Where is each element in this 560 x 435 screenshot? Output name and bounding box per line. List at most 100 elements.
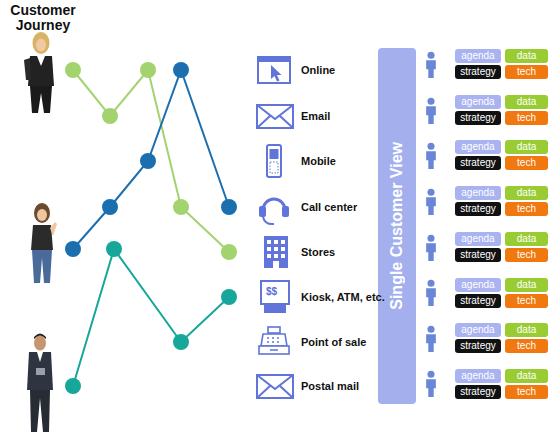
building — [264, 236, 288, 268]
figure-legs — [30, 86, 52, 113]
person-icon — [426, 189, 436, 215]
tag-box: tech — [505, 202, 548, 216]
tag-box: agenda — [455, 323, 501, 337]
door — [273, 261, 279, 268]
tag-box: tech — [505, 339, 548, 353]
journey-point — [65, 378, 81, 394]
person-icon — [426, 52, 436, 78]
node-text: agenda — [461, 96, 494, 108]
window — [274, 247, 278, 251]
kiosk-icon — [261, 281, 289, 313]
node-text: agenda — [461, 50, 494, 62]
window — [274, 240, 278, 244]
tag-box: agenda — [455, 369, 501, 383]
node-text: agenda — [461, 370, 494, 382]
tag-box: tech — [505, 65, 548, 79]
person-icon — [426, 235, 436, 261]
tag-box: agenda — [455, 232, 501, 246]
figure-hair — [34, 334, 46, 340]
headset-band — [263, 199, 285, 210]
figure-legs — [30, 390, 50, 432]
tag-box: data — [505, 49, 548, 63]
node-text: agenda — [461, 141, 494, 153]
channel-label: Call center — [301, 200, 357, 214]
tag-box: data — [505, 95, 548, 109]
register-body — [261, 334, 287, 346]
node-text: agenda — [461, 187, 494, 199]
node-text: strategy — [460, 340, 496, 352]
figure-arm — [24, 58, 31, 80]
tag-box: tech — [505, 248, 548, 262]
figure-face — [37, 209, 47, 221]
channel-label: Mobile — [301, 154, 336, 168]
journey-line — [73, 70, 229, 252]
channel-label: Email — [301, 109, 330, 123]
journey-point — [65, 62, 81, 78]
envelope-body — [257, 375, 293, 398]
channel-label: Point of sale — [301, 335, 366, 349]
journey-point — [173, 199, 189, 215]
node-text: strategy — [460, 295, 496, 307]
browser-bar — [258, 57, 290, 62]
window — [267, 240, 271, 244]
view-band: Single Customer View — [378, 48, 416, 404]
journey-points — [65, 241, 237, 394]
journey-point — [140, 62, 156, 78]
node-text: tech — [517, 157, 536, 169]
envelope-flap — [257, 375, 293, 398]
figure-jeans — [32, 250, 52, 283]
node-text: tech — [517, 112, 536, 124]
node-text: strategy — [460, 66, 496, 78]
channel-label: Stores — [301, 245, 335, 259]
figure-shirt — [37, 56, 45, 66]
journey-points — [65, 62, 237, 260]
building-windows — [267, 240, 285, 268]
node-text: strategy — [460, 386, 496, 398]
tag-box: strategy — [455, 202, 501, 216]
tag-box: strategy — [455, 248, 501, 262]
email-icon — [257, 105, 293, 128]
journey-point — [102, 199, 118, 215]
node-text: data — [517, 370, 536, 382]
node-text: tech — [517, 340, 536, 352]
cursor-arrow — [271, 65, 282, 82]
figure-shirt — [37, 352, 43, 362]
tag-box: tech — [505, 385, 548, 399]
journey-point — [173, 62, 189, 78]
node-text: tech — [517, 386, 536, 398]
channel-label: Online — [301, 63, 335, 77]
figure-suit — [27, 352, 53, 390]
browser-window — [258, 57, 290, 83]
tag-box: tech — [505, 156, 548, 170]
person-icon — [426, 371, 436, 397]
tag-box: strategy — [455, 339, 501, 353]
figure-face — [36, 39, 46, 52]
call-center-icon — [259, 199, 289, 224]
tag-box: data — [505, 278, 548, 292]
node-text: agenda — [461, 279, 494, 291]
tag-box: data — [505, 369, 548, 383]
tag-box: strategy — [455, 294, 501, 308]
node-text: Single Customer View — [388, 142, 406, 310]
node-text: data — [517, 187, 536, 199]
node-text: strategy — [460, 203, 496, 215]
envelope-flap — [257, 105, 293, 128]
phone-body — [267, 145, 281, 177]
window — [281, 254, 285, 258]
window — [274, 254, 278, 258]
headset-mic — [263, 217, 274, 224]
node-text: data — [517, 279, 536, 291]
figure-face — [34, 336, 46, 351]
online-icon — [258, 57, 290, 83]
tag-box: tech — [505, 111, 548, 125]
node-text: tech — [517, 249, 536, 261]
node-text: data — [517, 50, 536, 62]
tag-box: tech — [505, 294, 548, 308]
journey-point — [140, 153, 156, 169]
journey-point — [106, 241, 122, 257]
mobile-icon — [267, 145, 281, 177]
journey-point — [221, 199, 237, 215]
node-text: tech — [517, 295, 536, 307]
node-text: strategy — [460, 112, 496, 124]
register-display — [268, 327, 280, 333]
